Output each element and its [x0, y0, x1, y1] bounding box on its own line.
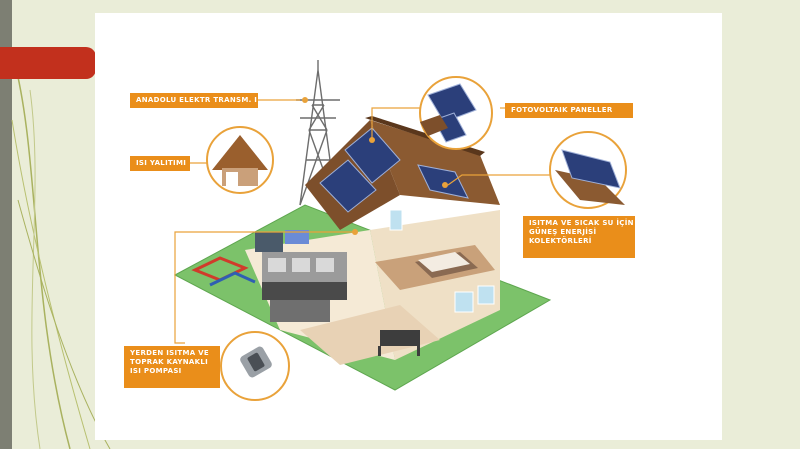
inset-heat-pump [220, 331, 290, 401]
label-solar-thermal: ISITMA VE SICAK SU İÇİN GÜNEŞ ENERJİSİ K… [523, 216, 635, 258]
bed-icon [415, 252, 478, 278]
inset-pv-panels [419, 76, 493, 150]
inset-thermal-collector [549, 131, 627, 209]
label-heat-pump: YERDEN ISITMA VE TOPRAK KAYNAKLI ISI POM… [124, 346, 220, 388]
floor-lower [300, 305, 440, 365]
inset-insulation [206, 126, 274, 194]
label-grid-transmission: ANADOLU ELEKTR TRANSM. I [130, 93, 258, 108]
label-insulation: ISI YALITIMI [130, 156, 190, 171]
label-photovoltaic: FOTOVOLTAIK PANELLER [505, 103, 633, 118]
leader-dots [302, 97, 448, 235]
slide-accent-tab [0, 47, 96, 79]
leader-lines [174, 99, 550, 344]
underfloor-pipes [191, 256, 256, 287]
left-strip [0, 0, 12, 449]
dining-table [378, 330, 420, 356]
roof-right [370, 120, 500, 205]
smart-home-illustration [173, 60, 627, 401]
kitchen-area [262, 252, 347, 322]
heat-pump-icon [255, 230, 309, 252]
solar-panel-icon [319, 127, 469, 213]
house-windows [389, 209, 495, 313]
